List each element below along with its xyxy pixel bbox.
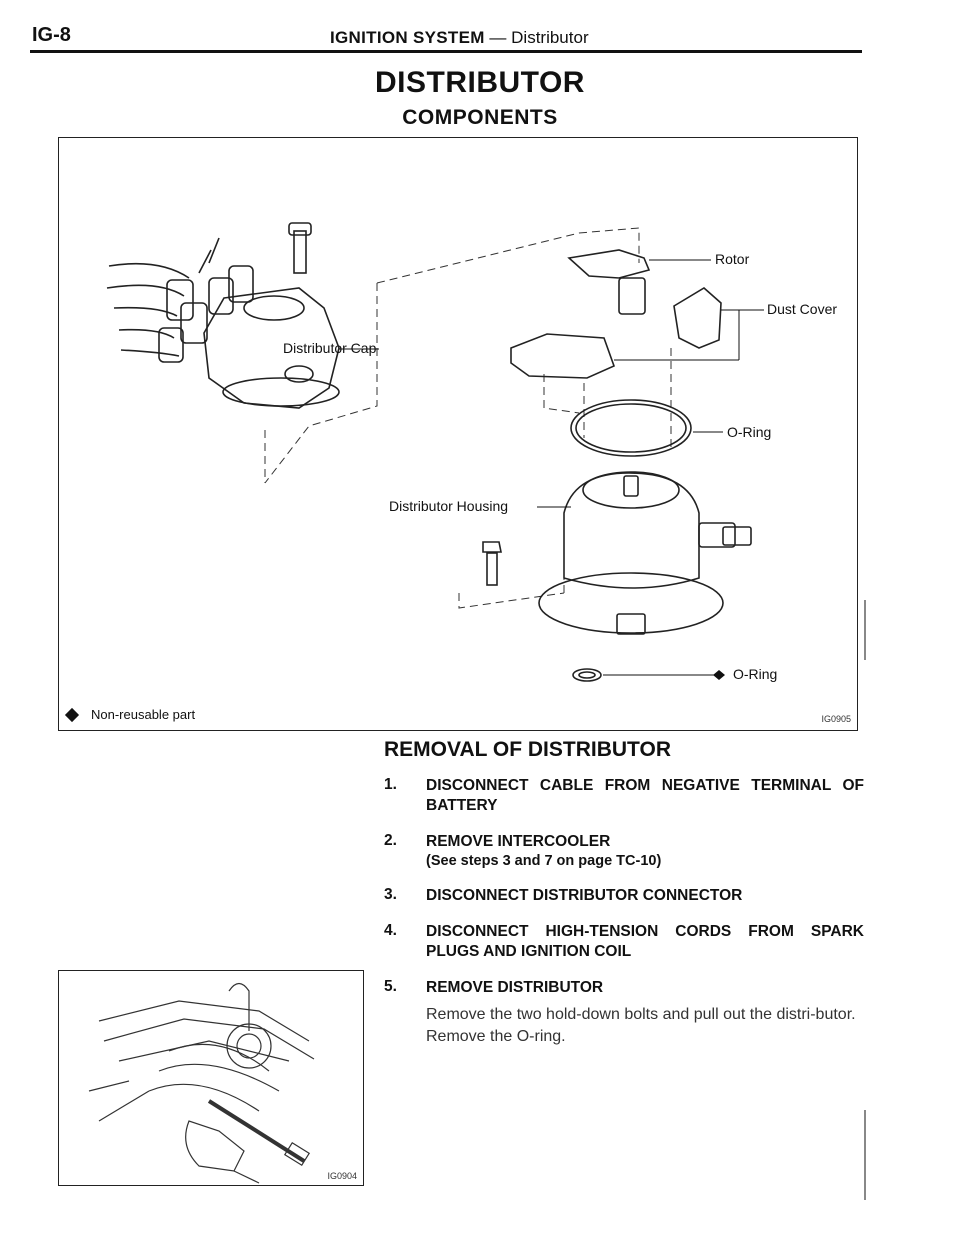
step-heading: REMOVE DISTRIBUTOR (426, 978, 604, 996)
removal-illustration: IG0904 (58, 970, 364, 1186)
removal-steps: 1. DISCONNECT CABLE FROM NEGATIVE TERMINA… (384, 776, 864, 1062)
scan-edge-mark (864, 1110, 866, 1200)
running-head: IGNITION SYSTEM — Distributor (330, 28, 589, 48)
engine-illustration (88, 982, 315, 1184)
step-4: 4. DISCONNECT HIGH-TENSION CORDS FROM SPA… (384, 922, 864, 963)
step-number: 4. (384, 921, 397, 939)
components-diagram: Rotor Dust Cover Distributor Cap O-Ring … (58, 137, 858, 731)
scan-edge-mark (864, 600, 866, 660)
step-note: (See steps 3 and 7 on page TC-10) (426, 853, 662, 870)
step-text: Remove the two hold-down bolts and pull … (426, 1006, 856, 1045)
removal-section-title: REMOVAL OF DISTRIBUTOR (384, 738, 672, 761)
step-heading: DISCONNECT DISTRIBUTOR CONNECTOR (426, 887, 743, 905)
label-o-ring-lower: O-Ring (733, 666, 778, 682)
page-subtitle: COMPONENTS (402, 106, 558, 129)
figure-code: IG0904 (327, 1171, 357, 1181)
step-number: 3. (384, 886, 397, 904)
subsection-name: Distributor (511, 28, 589, 47)
header-rule (30, 50, 862, 53)
step-heading: DISCONNECT CABLE FROM NEGATIVE TERMINAL … (426, 777, 864, 815)
step-3: 3. DISCONNECT DISTRIBUTOR CONNECTOR (384, 886, 864, 906)
page-title: DISTRIBUTOR (375, 66, 585, 99)
diamond-icon (64, 707, 80, 722)
section-name: IGNITION SYSTEM (330, 28, 485, 47)
legend-text: Non-reusable part (91, 707, 196, 722)
step-5: 5. REMOVE DISTRIBUTOR Remove the two hold-… (384, 978, 864, 1048)
step-1: 1. DISCONNECT CABLE FROM NEGATIVE TERMINA… (384, 776, 864, 817)
step-number: 1. (384, 776, 397, 793)
head-separator: — (484, 28, 512, 47)
label-distributor-cap: Distributor Cap (283, 340, 377, 356)
label-distributor-housing: Distributor Housing (389, 498, 509, 514)
step-number: 5. (384, 977, 397, 995)
step-heading: DISCONNECT HIGH-TENSION CORDS FROM SPARK… (426, 922, 864, 961)
step-number: 2. (384, 831, 397, 849)
label-o-ring-upper: O-Ring (727, 424, 772, 440)
figure-code: IG0905 (821, 714, 851, 724)
step-2: 2. REMOVE INTERCOOLER (See steps 3 and 7 o… (384, 832, 864, 872)
label-rotor: Rotor (715, 251, 750, 267)
label-dust-cover: Dust Cover (767, 301, 838, 317)
page-number: IG-8 (32, 24, 71, 46)
step-heading: REMOVE INTERCOOLER (426, 832, 611, 850)
non-reusable-legend: Non-reusable part (64, 707, 196, 722)
components-illustration (106, 222, 764, 682)
